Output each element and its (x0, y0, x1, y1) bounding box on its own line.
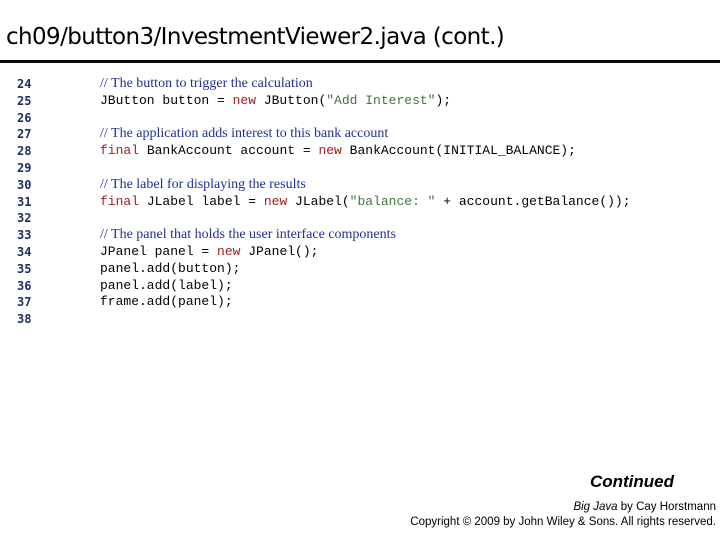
line-number: 37 (17, 295, 32, 310)
code-line: frame.add(panel); (100, 294, 631, 311)
code-line: // The button to trigger the calculation (100, 76, 631, 93)
footer-credit: Big Java by Cay Horstmann Copyright © 20… (410, 500, 716, 530)
code-text: JButton( (256, 92, 327, 108)
code-line (100, 160, 631, 177)
line-number: 34 (17, 244, 32, 259)
code-comment: // The button to trigger the calculation (100, 76, 313, 91)
code-text: panel.add(button); (100, 260, 241, 276)
line-number: 28 (17, 144, 32, 159)
line-number: 36 (17, 278, 32, 293)
code-keyword: final (100, 193, 140, 209)
code-line: JButton button = new JButton("Add Intere… (100, 93, 631, 110)
code-text: ); (435, 92, 452, 108)
code-text: JPanel panel = (100, 243, 218, 259)
line-number: 35 (17, 261, 32, 276)
code-text: frame.add(panel); (100, 294, 233, 310)
line-number: 25 (17, 93, 32, 108)
continued-label: Continued (589, 472, 674, 491)
code-text: JPanel(); (240, 243, 319, 259)
code-text: BankAccount account = (139, 143, 319, 159)
code-line: JPanel panel = new JPanel(); (100, 244, 631, 261)
code-text: JButton button = (100, 92, 233, 108)
title-divider (0, 60, 720, 63)
code-line (100, 210, 631, 227)
code-line (100, 311, 631, 328)
line-number: 29 (17, 160, 32, 175)
code-line: // The panel that holds the user interfa… (100, 227, 631, 244)
code-listing: // The button to trigger the calculation… (100, 76, 631, 328)
code-keyword: final (100, 143, 140, 159)
code-line: final JLabel label = new JLabel("balance… (100, 194, 631, 211)
code-text: + account.getBalance()); (435, 193, 631, 209)
line-number: 26 (17, 110, 32, 125)
code-line: final BankAccount account = new BankAcco… (100, 143, 631, 160)
book-title: Big Java (573, 501, 618, 513)
code-keyword: new (318, 143, 342, 159)
code-string: "balance: " (349, 193, 436, 209)
code-line: panel.add(label); (100, 278, 631, 295)
code-keyword: new (217, 243, 241, 259)
code-line: // The application adds interest to this… (100, 126, 631, 143)
line-number: 32 (17, 211, 32, 226)
code-text: BankAccount(INITIAL_BALANCE); (341, 143, 576, 159)
code-text: JLabel( (287, 193, 350, 209)
code-comment: // The label for displaying the results (100, 176, 306, 192)
book-author: by Cay Horstmann (617, 501, 716, 513)
code-keyword: new (232, 92, 257, 108)
copyright-line: Copyright © 2009 by John Wiley & Sons. A… (410, 516, 716, 528)
book-credit-line: Big Java by Cay Horstmann (410, 500, 716, 515)
code-text: JLabel label = (139, 193, 264, 209)
code-keyword: new (263, 193, 288, 209)
code-comment: // The application adds interest to this… (100, 126, 389, 142)
line-number: 33 (17, 228, 32, 243)
slide-title: ch09/button3/InvestmentViewer2.java (con… (6, 24, 505, 50)
code-line (100, 110, 631, 127)
line-number: 30 (17, 177, 32, 192)
code-string: "Add Interest" (326, 92, 436, 108)
code-line: // The label for displaying the results (100, 177, 631, 194)
code-line: panel.add(button); (100, 261, 631, 278)
line-number: 27 (17, 127, 32, 142)
line-number: 38 (17, 312, 32, 327)
line-number: 31 (17, 194, 32, 209)
line-number: 24 (17, 77, 32, 91)
code-text: panel.add(label); (100, 277, 233, 293)
code-comment: // The panel that holds the user interfa… (100, 227, 396, 243)
